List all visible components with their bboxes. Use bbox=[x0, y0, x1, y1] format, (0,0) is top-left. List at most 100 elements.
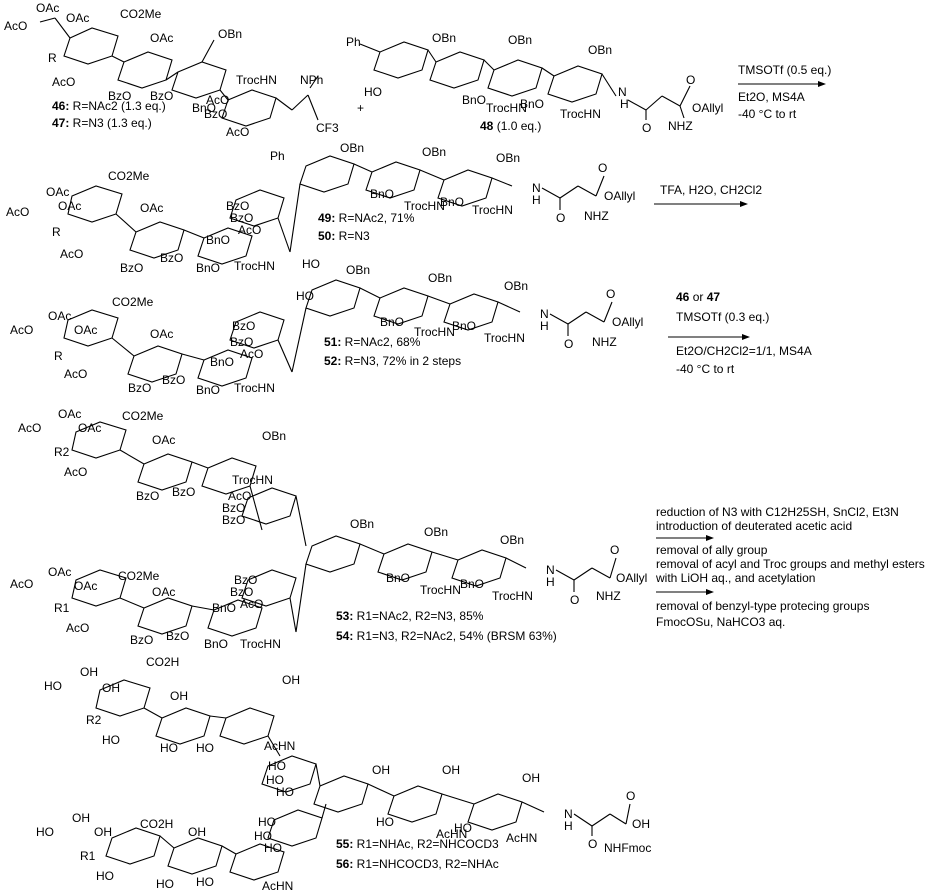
label-bno: BnO bbox=[462, 93, 486, 107]
label-oh: OH bbox=[72, 811, 90, 825]
label-h: H bbox=[532, 193, 541, 207]
label-ph: Ph bbox=[346, 35, 361, 49]
reaction-arrow-4b bbox=[656, 589, 714, 595]
compound-label-53: 53: R1=NAc2, R2=N3, 85% bbox=[336, 609, 484, 623]
label-o: O bbox=[588, 837, 597, 851]
label-r2: R2 bbox=[86, 713, 102, 727]
label-trochn: TrocHN bbox=[484, 331, 525, 345]
label-aco: AcO bbox=[52, 75, 75, 89]
label-ho: HO bbox=[266, 773, 284, 787]
svg-text:53: R1=NAc2, R2=N3, 85%: 53: R1=NAc2, R2=N3, 85% bbox=[336, 609, 484, 623]
label-nhz: NHZ bbox=[596, 589, 621, 603]
label-cf3: CF3 bbox=[316, 121, 339, 135]
label-obn: OBn bbox=[500, 533, 524, 547]
label-bzo: BzO bbox=[226, 199, 249, 213]
label-bno: BnO bbox=[192, 101, 216, 115]
reaction-arrow-2 bbox=[654, 201, 748, 207]
label-n: N bbox=[546, 563, 555, 577]
label-bzo: BzO bbox=[162, 373, 185, 387]
label-bzo: BzO bbox=[204, 107, 227, 121]
compound-53-54-structure: AcO OAc OAc CO2Me R2 AcO OAc BzO BzO OBn… bbox=[10, 407, 647, 651]
label-aco: AcO bbox=[6, 205, 29, 219]
label-bno: BnO bbox=[204, 637, 228, 651]
label-ho: HO bbox=[454, 821, 472, 835]
svg-text:55: R1=NHAc, R2=NHCOCD3: 55: R1=NHAc, R2=NHCOCD3 bbox=[336, 837, 499, 851]
svg-text:48 (1.0 eq.): 48 (1.0 eq.) bbox=[480, 119, 541, 133]
label-o: O bbox=[626, 789, 635, 803]
compound-49-50-structure: Ph OBn OBn OBn BnO BnO TrocHN TrocHN N H… bbox=[6, 141, 635, 275]
label-aco: AcO bbox=[240, 347, 263, 361]
label-aco: AcO bbox=[206, 93, 229, 107]
svg-text:54: R1=N3, R2=NAc2, 54% (BRSM: 54: R1=N3, R2=NAc2, 54% (BRSM 63%) bbox=[336, 629, 557, 643]
label-co2me: CO2Me bbox=[112, 295, 154, 309]
label-bzo: BzO bbox=[128, 381, 151, 395]
label-ho: HO bbox=[96, 869, 114, 883]
condition-step3-line2: Et2O/CH2Cl2=1/1, MS4A bbox=[676, 344, 812, 358]
label-oac: OAc bbox=[46, 185, 69, 199]
svg-text:56: R1=NHCOCD3, R2=NHAc: 56: R1=NHCOCD3, R2=NHAc bbox=[336, 857, 499, 871]
label-obn: OBn bbox=[428, 271, 452, 285]
label-oh-acid: OH bbox=[632, 817, 650, 831]
label-bno: BnO bbox=[386, 571, 410, 585]
label-oh: OH bbox=[80, 665, 98, 679]
label-n: N bbox=[540, 307, 549, 321]
label-bzo: BzO bbox=[108, 89, 131, 103]
label-ho: HO bbox=[102, 733, 120, 747]
condition-step4-line7: FmocOSu, NaHCO3 aq. bbox=[656, 615, 785, 629]
label-bzo: BzO bbox=[136, 489, 159, 503]
label-r1: R1 bbox=[54, 601, 70, 615]
label-bno: BnO bbox=[210, 355, 234, 369]
label-co2me: CO2Me bbox=[108, 169, 150, 183]
label-obn: OBn bbox=[218, 27, 242, 41]
compound-55-56-structure: HO OH OH CO2H R2 HO OH HO HO OH AcHN HO … bbox=[36, 655, 651, 893]
label-bzo: BzO bbox=[150, 89, 173, 103]
label-co2me: CO2Me bbox=[120, 7, 162, 21]
label-bzo: BzO bbox=[222, 513, 245, 527]
label-oh: OH bbox=[94, 825, 112, 839]
label-o: O bbox=[556, 211, 565, 225]
label-n: N bbox=[564, 807, 573, 821]
label-co2me: CO2Me bbox=[122, 409, 164, 423]
label-trochn: TrocHN bbox=[240, 637, 281, 651]
condition-step3-line3: -40 °C to rt bbox=[676, 362, 735, 376]
label-h: H bbox=[540, 319, 549, 333]
label-oh: OH bbox=[282, 673, 300, 687]
label-oh: OH bbox=[102, 681, 120, 695]
label-n: N bbox=[532, 181, 541, 195]
label-bzo: BzO bbox=[160, 251, 183, 265]
label-h: H bbox=[620, 97, 629, 111]
label-bno: BnO bbox=[196, 383, 220, 397]
label-ho: HO bbox=[276, 785, 294, 799]
label-oh: OH bbox=[188, 825, 206, 839]
label-obn: OBn bbox=[340, 141, 364, 155]
label-trochn: TrocHN bbox=[234, 381, 275, 395]
label-nph: NPh bbox=[300, 73, 323, 87]
label-nhfmoc: NHFmoc bbox=[604, 841, 651, 855]
label-nhz: NHZ bbox=[592, 335, 617, 349]
label-bno: BnO bbox=[452, 319, 476, 333]
label-oac: OAc bbox=[58, 407, 81, 421]
svg-text:49: R=NAc2, 71%: 49: R=NAc2, 71% bbox=[318, 211, 415, 225]
condition-step4-line3: removal of ally group bbox=[656, 543, 768, 557]
label-r: R bbox=[52, 225, 61, 239]
label-oh: OH bbox=[170, 689, 188, 703]
compound-label-48: 48 (1.0 eq.) bbox=[480, 119, 541, 133]
label-oh: OH bbox=[442, 763, 460, 777]
label-obn: OBn bbox=[424, 525, 448, 539]
label-oac: OAc bbox=[152, 433, 175, 447]
label-obn: OBn bbox=[508, 33, 532, 47]
label-aco: AcO bbox=[4, 19, 27, 33]
label-co2me: CO2Me bbox=[118, 569, 160, 583]
label-ho: HO bbox=[296, 289, 314, 303]
label-trochn: TrocHN bbox=[472, 203, 513, 217]
label-bzo: BzO bbox=[172, 485, 195, 499]
label-obn: OBn bbox=[432, 31, 456, 45]
label-obn: OBn bbox=[350, 517, 374, 531]
label-h: H bbox=[564, 819, 573, 833]
label-bzo: BzO bbox=[222, 501, 245, 515]
label-oac: OAc bbox=[78, 421, 101, 435]
condition-step4-line5: with LiOH aq., and acetylation bbox=[655, 571, 815, 585]
label-bno: BnO bbox=[380, 315, 404, 329]
label-r: R bbox=[54, 349, 63, 363]
